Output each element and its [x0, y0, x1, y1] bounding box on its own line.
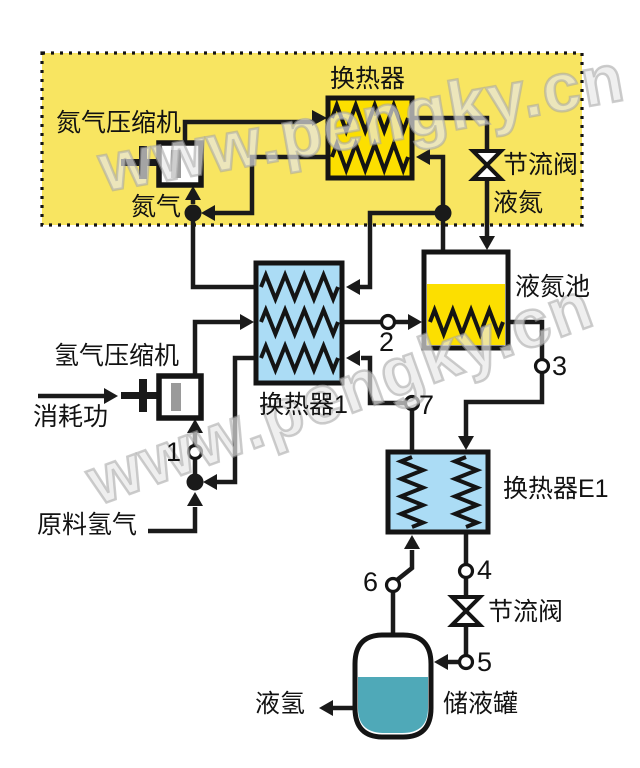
stream-point-5 [457, 653, 475, 671]
label-storage-tank: 储液罐 [443, 690, 519, 718]
label-n2-throttle-valve: 节流阀 [503, 151, 579, 179]
stream-point-5-label: 5 [477, 647, 493, 677]
arrow-into-hx1-coil2 [240, 314, 254, 330]
arrow-into-e1-left [404, 535, 420, 549]
arrow-into-hx1-coil3 [346, 350, 360, 366]
flow-arrows [104, 110, 495, 716]
stream-point-2 [379, 313, 397, 331]
n2-compressor-icon [121, 140, 204, 188]
stream-point-1 [186, 443, 204, 461]
stream-point-4-label: 4 [477, 555, 493, 585]
arrow-into-h2-junction [203, 474, 217, 490]
stream-point-4 [457, 562, 475, 580]
pipe-h2-recycle [216, 355, 257, 485]
arrow-liquid-h2-out [319, 700, 333, 716]
label-nitrogen-pool: 液氮池 [515, 273, 591, 301]
stream-point-3 [533, 357, 551, 375]
tank-liquid [358, 677, 428, 733]
coil [259, 340, 340, 376]
pipe-vapor-to-hx-coil [429, 154, 446, 205]
coil [395, 455, 429, 529]
pipe-h2-to-hx1 [192, 319, 241, 377]
n2-junction-dot [184, 204, 202, 222]
storage-tank-icon [352, 632, 434, 740]
label-nitrogen-gas: 氮气 [131, 193, 182, 221]
h2-throttle-valve-icon [447, 595, 485, 627]
top-heat-exchanger [325, 95, 415, 181]
stream-point-7-label: 7 [419, 390, 435, 420]
coil [259, 269, 340, 305]
arrow-into-n2-junction [201, 205, 215, 221]
pipe-p7-to-hx1 [361, 355, 405, 406]
label-n2-compressor: 氮气压缩机 [56, 109, 182, 137]
coil [428, 304, 505, 340]
coil [449, 455, 483, 529]
label-exchanger1: 换热器1 [259, 391, 348, 419]
stream-point-6 [384, 576, 402, 594]
arrow-into-tank [434, 654, 448, 670]
label-top-exchanger: 换热器 [330, 65, 406, 93]
arrow-into-e1-right [458, 436, 474, 450]
pipe-hx-to-valve [412, 115, 490, 151]
stream-point-circles [186, 313, 551, 671]
label-work-input: 消耗功 [33, 403, 109, 431]
stream-point-7 [403, 394, 421, 412]
pipe-hx-return [215, 154, 328, 216]
arrow-into-hx1-coil1 [346, 279, 360, 295]
h2-junction-dot [186, 473, 204, 491]
arrow-into-h2-compressor [187, 419, 203, 433]
stream-point-1-label: 1 [166, 437, 182, 467]
pipe-n2-to-hx [182, 119, 313, 144]
label-h2-compressor: 氢气压缩机 [54, 342, 180, 370]
label-h2-throttle-valve: 节流阀 [488, 598, 564, 626]
pool-liquid [427, 284, 505, 345]
arrow-into-pool [479, 236, 495, 250]
pipe-vapor-to-hx1-coil [359, 210, 443, 290]
nitrogen-region-border [40, 51, 584, 227]
label-liquid-nitrogen: 液氮 [493, 189, 544, 217]
pipe-p3-to-e1 [463, 373, 545, 436]
label-feed-hydrogen: 原料氢气 [37, 511, 138, 539]
stream-point-3-label: 3 [552, 351, 568, 381]
stream-point-2-label: 2 [379, 327, 395, 357]
coil [330, 99, 410, 137]
stream-point-6-label: 6 [363, 567, 379, 597]
arrow-feed-into-junction [187, 492, 203, 506]
arrow-into-hx-coil2 [416, 149, 430, 165]
heat-exchanger-e1 [385, 449, 491, 535]
pipe-feed-h2 [148, 507, 198, 534]
arrow-into-n2-compressor [185, 186, 201, 200]
pipe-pool-to-p3 [508, 319, 545, 359]
coil [330, 138, 410, 176]
heat-exchanger-1 [253, 260, 345, 386]
h2-compressor-icon [121, 373, 204, 421]
junction-dots [184, 204, 452, 491]
pipe-p6-to-e1 [395, 550, 415, 582]
coil [259, 304, 340, 340]
vapor-junction-dot [434, 204, 452, 222]
label-liquid-hydrogen: 液氢 [255, 690, 306, 718]
arrow-work-input [104, 388, 118, 404]
pipe-hx1-return [190, 221, 257, 290]
arrow-into-pool-coil [408, 314, 422, 330]
label-exchanger-e1: 换热器E1 [503, 475, 609, 503]
arrow-into-top-hx [312, 110, 327, 126]
n2-throttle-valve-icon [468, 149, 506, 181]
nitrogen-pool [421, 249, 511, 351]
